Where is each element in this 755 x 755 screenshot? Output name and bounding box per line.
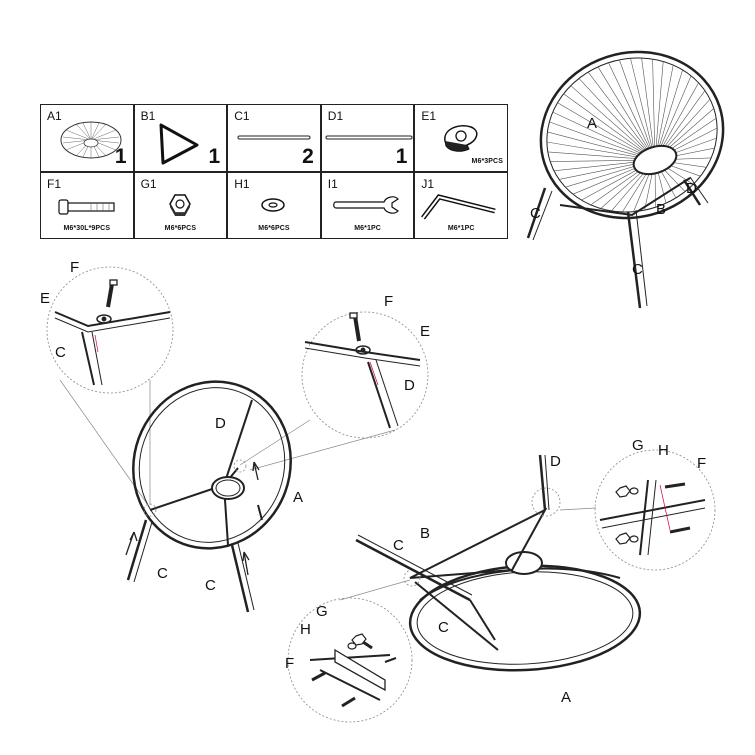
allen-key-icon [421,193,496,220]
part-qty: 1 [395,144,408,168]
seat-spoke [563,93,656,161]
part-cell-b1: B1 1 [133,104,228,172]
label-s2-f: F [697,455,706,472]
seat-spoke [654,61,664,161]
part-cell-d1: D1 1 [320,104,415,172]
detail-circle-upper [594,449,716,571]
seat-spoke [652,59,656,161]
part-spec: M6*6PCS [164,225,197,232]
label-s1-d: D [215,415,226,432]
label-s1-e: E [40,290,50,307]
label-s1-a: A [293,489,303,506]
seat-icon [60,121,122,159]
seat-spoke [619,59,656,161]
assembled-chair [526,50,725,309]
seat-spoke [578,78,656,161]
part-id: F1 [47,176,62,191]
part-qty: 1 [114,144,127,168]
part-qty: 1 [208,144,221,168]
label-s2-h-low: H [300,621,311,638]
label-s1-c: C [55,344,66,361]
part-cell-f1: F1 M6*30L*9PCS [40,171,134,239]
seat-spoke [587,71,656,161]
label-s2-a: A [561,689,571,706]
wrench-icon [332,195,399,214]
part-qty: 2 [302,144,314,168]
part-id: A1 [47,109,62,123]
detail-circle-right [301,311,429,439]
label-s1-f: F [70,259,79,276]
label-s2-c: C [393,537,404,554]
label-s1-c-right: C [205,577,216,594]
part-id: C1 [234,109,250,123]
seat-spoke [641,58,656,161]
label-s1-e2: E [420,323,430,340]
part-id: G1 [140,176,157,191]
detail-circle-lower [287,597,413,723]
seat-spoke [549,121,656,161]
label-s2-h: H [658,442,669,459]
step2-frame [287,449,716,723]
part-id: J1 [421,176,435,191]
part-id: H1 [234,176,250,191]
part-id: B1 [140,109,156,123]
nut-icon [168,193,191,216]
label-chair-d: D [686,180,697,197]
part-spec: M6*6PCS [258,225,290,232]
label-s2-g: G [632,437,644,454]
part-spec: M6*1PC [354,225,381,232]
part-cell-h1: H1 M6*6PCS [227,171,321,239]
leg-tube-icon [237,135,311,140]
part-id: I1 [327,176,338,191]
label-s2-d: D [550,453,561,470]
detail-circle-left [46,266,174,394]
seat-spoke [597,66,656,161]
label-s1-c-left: C [157,565,168,582]
part-id: E1 [421,109,437,123]
label-s2-c2: C [438,619,449,636]
part-cell-j1: J1 M6*1PC [414,171,508,239]
parts-table: A1 1 B1 1 C1 2 D1 1 [40,104,508,239]
rear-leg-tube-icon [325,135,413,140]
seat-spoke [608,62,656,161]
part-spec: M6*3PCS [471,157,503,165]
seat-spoke [630,58,656,161]
part-spec: M6*1PC [447,225,475,232]
callout-labels: A B C C D F E C F E D D A C C D C B C A … [40,115,706,706]
part-cell-a1: A1 1 [40,104,134,172]
label-chair-b: B [656,201,666,218]
label-chair-c-left: C [530,205,541,222]
part-id: D1 [327,109,344,123]
seat-spoke [654,65,674,161]
bracket-plate-icon [444,125,478,152]
part-cell-c1: C1 2 [227,104,321,172]
part-spec: M6*30L*9PCS [63,225,111,232]
label-chair-a: A [587,115,597,132]
triangle-frame-icon [159,123,199,165]
label-s1-f2: F [384,293,393,310]
part-cell-e1: E1 M6*3PCS [414,104,508,172]
seat-spoke [570,85,656,161]
part-cell-i1: I1 M6*1PC [320,171,415,239]
label-s2-f-low: F [285,655,294,672]
bolt-icon [58,198,115,215]
part-cell-g1: G1 M6*6PCS [133,171,228,239]
label-s2-g-low: G [316,603,328,620]
washer-icon [261,197,285,212]
seat-spoke [557,102,656,161]
seat-spoke [552,111,656,161]
label-s1-d2: D [404,377,415,394]
label-s2-b: B [420,525,430,542]
label-chair-c-front: C [632,261,643,278]
step1-frame [46,266,429,613]
